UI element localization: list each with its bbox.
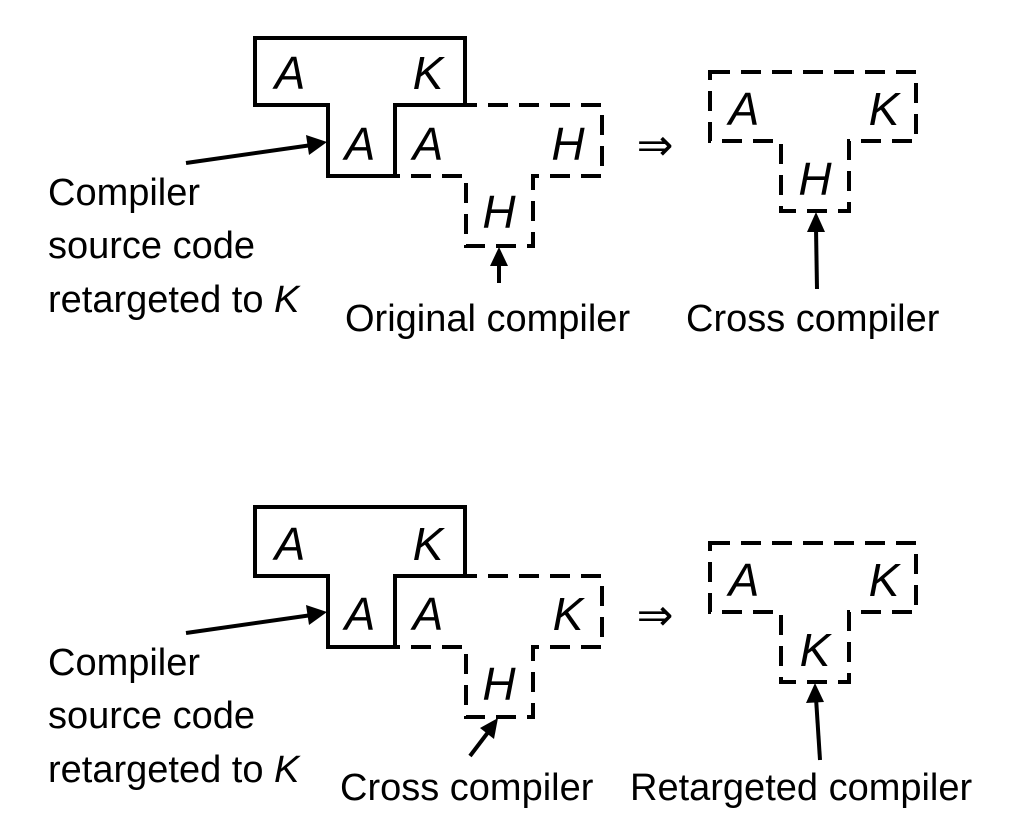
result-label: Retargeted compiler <box>630 767 973 809</box>
host-tdiagram-outline <box>395 574 604 719</box>
source-arrow-line <box>185 143 313 165</box>
implies-symbol: ⇒ <box>637 590 674 641</box>
result-arrow-head <box>807 212 825 232</box>
implies-symbol: ⇒ <box>637 120 674 171</box>
result-label: Cross compiler <box>686 298 940 340</box>
source-label-line3: retargeted to K <box>48 749 301 791</box>
source-arrow-line <box>185 613 313 635</box>
source-right-letter: K <box>413 518 446 570</box>
host-arrow-line <box>468 729 491 758</box>
source-label-line1: Compiler <box>48 642 200 684</box>
source-left-letter: A <box>272 518 306 570</box>
host-tdiagram-outline <box>395 103 604 248</box>
source-arrow-head <box>306 605 327 625</box>
result-left-letter: A <box>726 83 760 135</box>
source-label-line2: source code <box>48 695 255 737</box>
result-tdiagram-outline <box>708 541 918 684</box>
source-right-letter: K <box>413 47 446 99</box>
host-left-letter: A <box>410 118 444 170</box>
source-bottom-letter: A <box>342 118 376 170</box>
result-left-letter: A <box>726 554 760 606</box>
result-arrow-line <box>814 227 819 290</box>
result-arrow-head <box>806 683 824 703</box>
host-label: Original compiler <box>345 298 630 340</box>
host-arrow-head <box>480 718 498 739</box>
host-arrow-head <box>490 247 508 266</box>
source-arrow-head <box>306 135 327 155</box>
diagram-cross-compiler: A K A A K H ⇒ A K K Compiler source code… <box>48 505 973 809</box>
host-left-letter: A <box>410 588 444 640</box>
source-label-line1: Compiler <box>48 172 200 214</box>
host-label: Cross compiler <box>340 767 594 809</box>
source-left-letter: A <box>272 47 306 99</box>
result-bottom-letter: H <box>798 153 832 205</box>
result-arrow-line <box>814 697 822 761</box>
host-right-letter: K <box>553 588 586 640</box>
host-right-letter: H <box>551 118 585 170</box>
source-label-line2: source code <box>48 225 255 267</box>
diagram-original-compiler: A K A A H H ⇒ A K H Compiler source code… <box>48 36 940 340</box>
host-bottom-letter: H <box>482 186 516 238</box>
result-bottom-letter: K <box>800 624 833 676</box>
host-bottom-letter: H <box>482 658 516 710</box>
result-right-letter: K <box>869 554 902 606</box>
source-bottom-letter: A <box>342 588 376 640</box>
result-tdiagram-outline <box>708 70 918 213</box>
source-label-line3: retargeted to K <box>48 279 301 321</box>
result-right-letter: K <box>869 83 902 135</box>
